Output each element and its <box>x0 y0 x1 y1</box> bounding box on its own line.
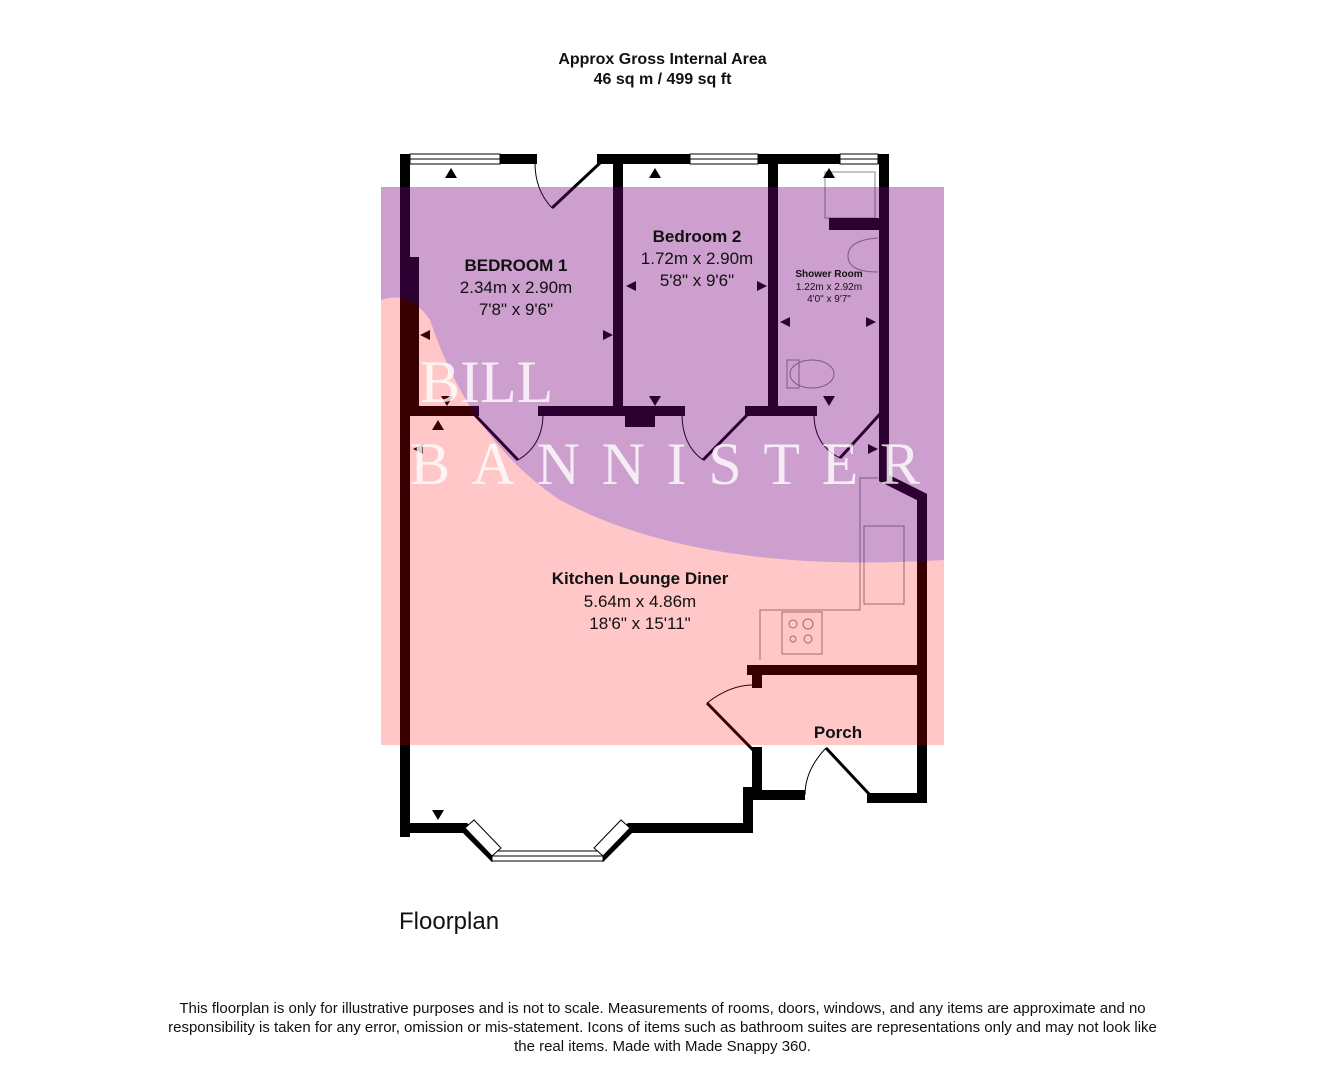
room-name: BEDROOM 1 <box>465 256 568 275</box>
room-name: Shower Room <box>795 269 862 280</box>
hob-icon <box>781 611 823 655</box>
room-name: Kitchen Lounge Diner <box>552 569 729 588</box>
room-metric: 2.34m x 2.90m <box>460 278 572 297</box>
room-imperial: 5'8" x 9'6" <box>660 271 734 290</box>
disclaimer: This floorplan is only for illustrative … <box>168 1000 1157 1055</box>
room-name: Bedroom 2 <box>653 227 742 246</box>
room-porch: Porch <box>814 723 862 742</box>
room-imperial: 18'6" x 15'11" <box>589 614 690 633</box>
room-metric: 1.72m x 2.90m <box>641 249 753 268</box>
room-kitchen-lounge-diner: Kitchen Lounge Diner 5.64m x 4.86m 18'6"… <box>552 569 729 633</box>
room-metric: 5.64m x 4.86m <box>584 592 696 611</box>
area-title: Approx Gross Internal Area <box>558 51 767 68</box>
room-bedroom-1: BEDROOM 1 2.34m x 2.90m 7'8" x 9'6" <box>460 256 572 319</box>
fixtures <box>759 171 905 660</box>
watermark-overlay: BILL BANNISTER <box>381 187 944 745</box>
basin-icon <box>847 237 879 273</box>
area-value: 46 sq m / 499 sq ft <box>593 71 732 88</box>
floorplan-caption: Floorplan <box>399 908 500 935</box>
room-shower-room: Shower Room 1.22m x 2.92m 4'0" x 9'7" <box>795 269 862 305</box>
room-metric: 1.22m x 2.92m <box>796 282 862 293</box>
room-imperial: 7'8" x 9'6" <box>479 300 553 319</box>
watermark-line1: BILL <box>420 349 553 415</box>
doors <box>472 161 882 797</box>
toilet-icon <box>789 359 835 389</box>
dimension-arrows <box>413 168 878 820</box>
windows <box>409 153 879 862</box>
sink-icon <box>863 525 905 605</box>
room-bedroom-2: Bedroom 2 1.72m x 2.90m 5'8" x 9'6" <box>641 227 753 290</box>
room-imperial: 4'0" x 9'7" <box>807 294 851 305</box>
wall-pillar <box>625 411 655 427</box>
